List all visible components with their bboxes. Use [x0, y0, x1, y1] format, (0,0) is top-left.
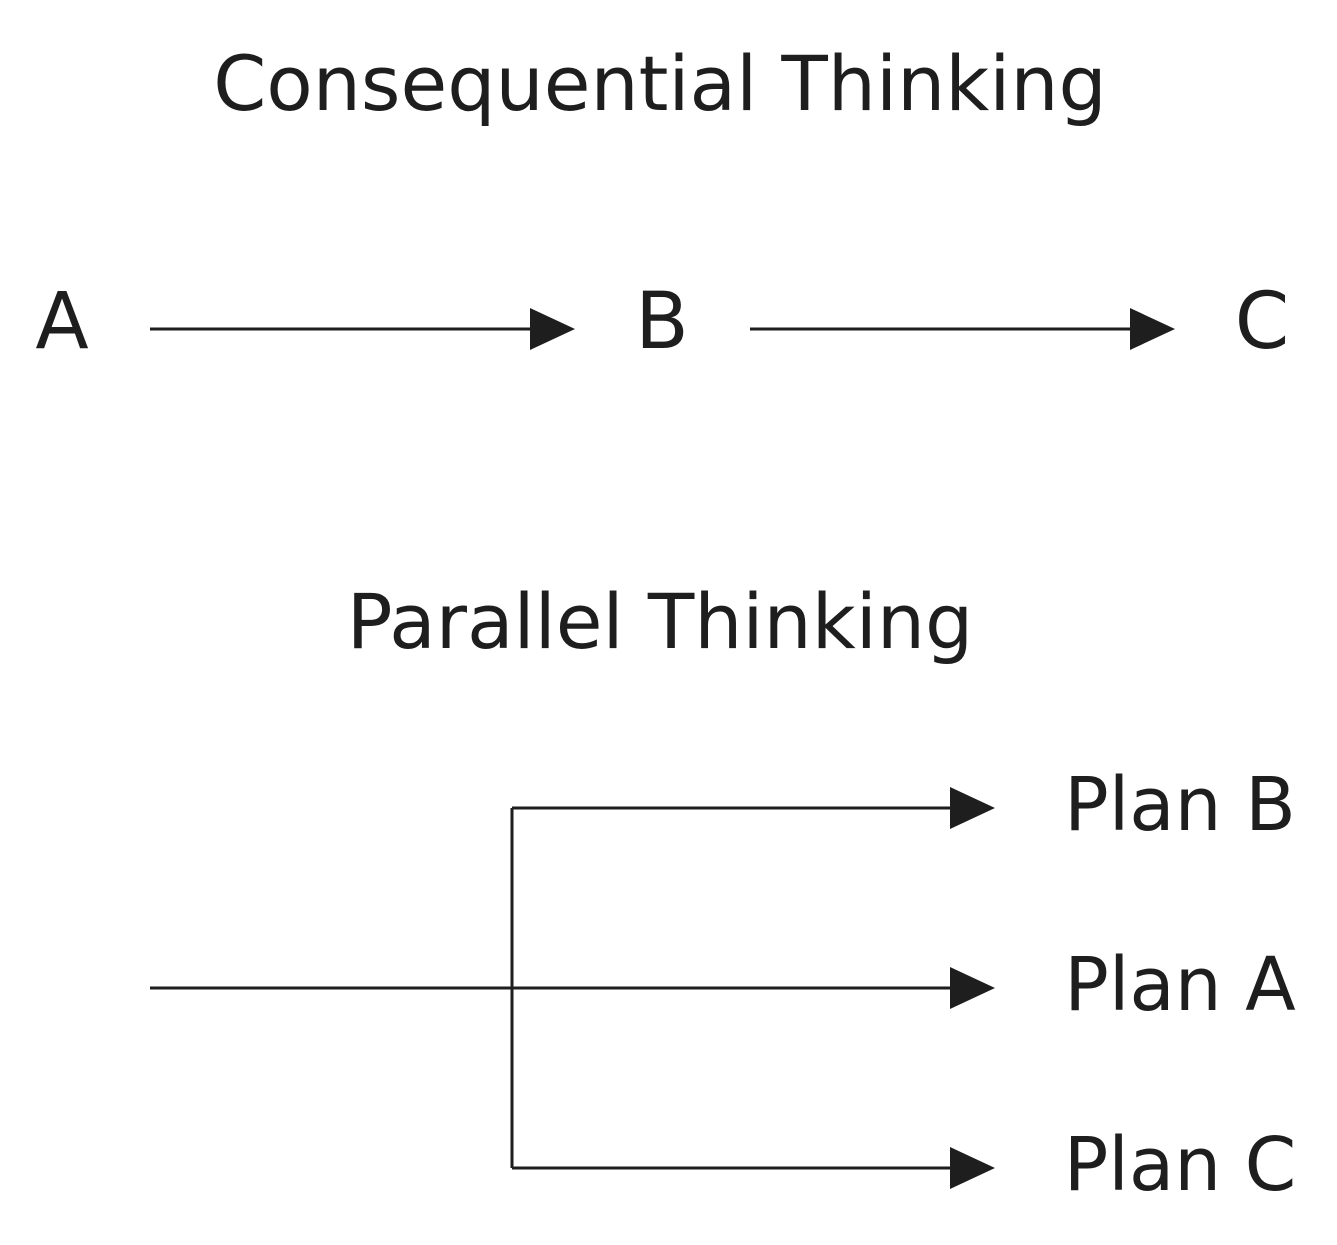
arrow-head-icon	[950, 967, 995, 1009]
parallel-section: Parallel Thinking Plan B Plan A Plan C	[150, 577, 1296, 1208]
plan-a-label: Plan A	[1064, 942, 1296, 1028]
parallel-title: Parallel Thinking	[347, 577, 973, 666]
arrow-b-to-c	[750, 308, 1175, 350]
arrow-to-plan-c	[512, 1147, 995, 1189]
arrow-to-plan-b	[512, 787, 995, 829]
consequential-section: Consequential Thinking A B C	[35, 39, 1289, 367]
plan-b-label: Plan B	[1064, 762, 1296, 848]
node-c: C	[1235, 277, 1289, 367]
arrow-to-plan-a	[150, 967, 995, 1009]
arrow-head-icon	[1130, 308, 1175, 350]
node-b: B	[635, 277, 689, 367]
consequential-title: Consequential Thinking	[213, 39, 1107, 128]
arrow-head-icon	[950, 1147, 995, 1189]
plan-c-label: Plan C	[1064, 1122, 1297, 1208]
node-a: A	[35, 277, 88, 367]
arrow-head-icon	[530, 308, 575, 350]
arrow-a-to-b	[150, 308, 575, 350]
arrow-head-icon	[950, 787, 995, 829]
